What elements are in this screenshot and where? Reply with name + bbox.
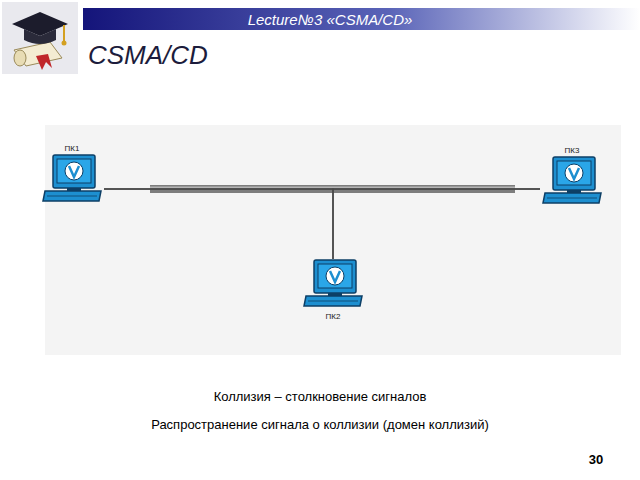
header-bar (83, 8, 640, 30)
caption-line: Коллизия – столкновение сигналов (214, 389, 427, 404)
pc-label: ПК2 (301, 311, 365, 322)
pc-node: ПК2 (301, 259, 365, 322)
pc-node: ПК3 (540, 145, 604, 208)
pc-node: ПК1 (40, 143, 104, 206)
pc-icon (541, 156, 603, 208)
pc-label: ПК1 (40, 143, 104, 154)
network-link (333, 189, 540, 259)
logo-icon (2, 2, 78, 74)
pc-icon (41, 154, 103, 206)
page-number: 30 (589, 452, 603, 467)
network-link (104, 189, 333, 259)
header-text: Lecture№3 «CSMA/CD» (248, 11, 413, 28)
slide-title: CSMA/CD (88, 40, 208, 71)
pc-label: ПК3 (540, 145, 604, 156)
diagram-ground (45, 125, 621, 355)
caption-line: Распространение сигнала о коллизии (доме… (151, 417, 489, 432)
pc-icon (302, 259, 364, 311)
